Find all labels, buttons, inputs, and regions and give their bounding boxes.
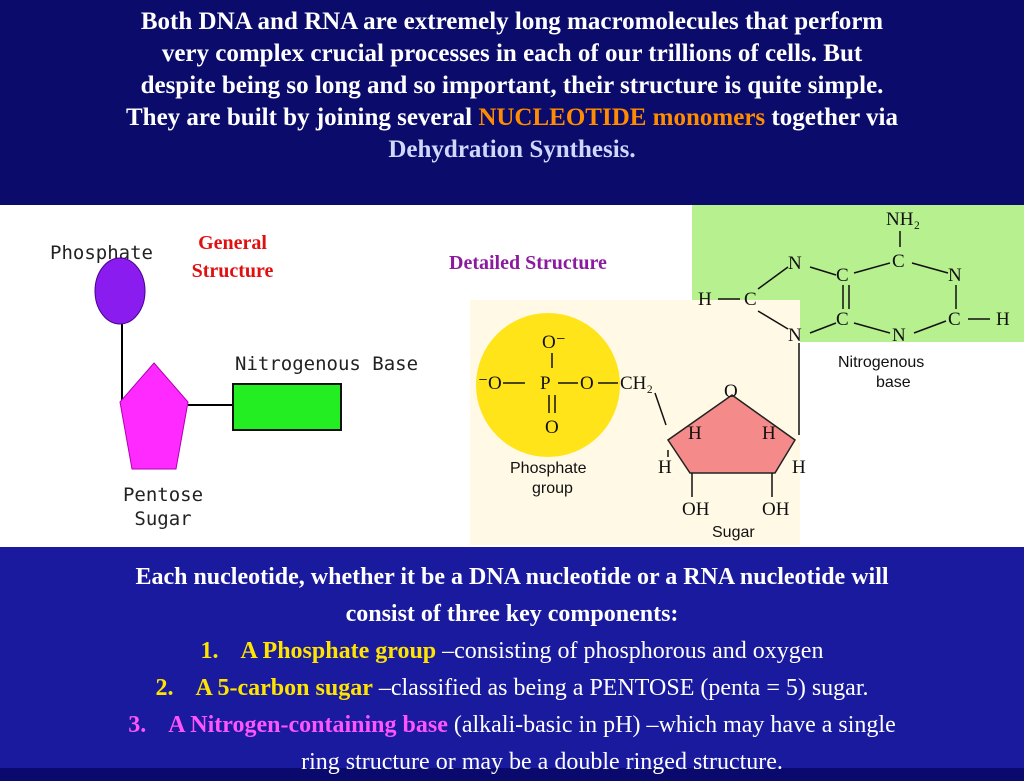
header-line-4: They are built by joining several NUCLEO…	[0, 102, 1024, 134]
phosphate-group-label-2: group	[532, 480, 573, 497]
component-item-1: 1. A Phosphate group –consisting of phos…	[0, 633, 1024, 670]
header-text-block: Both DNA and RNA are extremely long macr…	[0, 0, 1024, 205]
component-item-2: 2. A 5-carbon sugar –classified as being…	[0, 670, 1024, 707]
item-2-number: 2.	[155, 675, 174, 701]
base-n-bottomleft: N	[788, 325, 802, 346]
phosphate-label: Phosphate	[50, 242, 153, 264]
nitrogenous-base-rect	[232, 383, 342, 431]
base-c-right: C	[948, 309, 961, 330]
base-c-top: C	[892, 251, 905, 272]
o-bottom: O	[545, 417, 559, 438]
phosphate-circle	[94, 257, 146, 325]
ribose-pentagon	[666, 394, 797, 474]
base-c-mid: C	[836, 265, 849, 286]
detailed-structure-title: Detailed Structure	[449, 252, 607, 274]
diagram-panel: General Structure Phosphate Nitrogenous …	[0, 205, 1024, 547]
item-2-desc: –classified as being a PENTOSE (penta = …	[372, 675, 869, 701]
o-right: O	[580, 373, 594, 394]
o-minus-top: O⁻	[542, 332, 566, 353]
minus-o-left: ⁻O	[478, 373, 502, 394]
detailed-structure-diagram: O⁻ ⁻O P O CH₂ O Phosphate group O H H H …	[470, 205, 1024, 545]
base-n-bottom: N	[892, 325, 906, 346]
pentose-pentagon	[119, 362, 189, 470]
ch2-group: CH₂	[620, 373, 653, 394]
header-line-1: Both DNA and RNA are extremely long macr…	[140, 8, 884, 35]
ring-o: O	[724, 381, 738, 402]
item-2-title: A 5-carbon sugar	[195, 675, 373, 701]
general-title-line-1: General	[198, 232, 267, 254]
p-atom: P	[540, 373, 551, 394]
base-n-topleft: N	[788, 253, 802, 274]
base-c-center: C	[836, 309, 849, 330]
header-line-3: despite being so long and so important, …	[140, 72, 884, 99]
item-1-number: 1.	[200, 638, 219, 664]
intro-line-2: consist of three key components:	[345, 601, 679, 627]
nucleotide-highlight: NUCLEOTIDE monomers	[478, 104, 766, 131]
h-right-outer: H	[792, 457, 806, 478]
base-h-left: H	[698, 289, 712, 310]
nitrogenous-base-label-1: Nitrogenous	[838, 354, 924, 371]
header-line-2: very complex crucial processes in each o…	[161, 40, 863, 67]
oh-right: OH	[762, 499, 790, 520]
component-item-3: 3. A Nitrogen-containing base (alkali-ba…	[0, 707, 1024, 744]
base-c-left: C	[744, 289, 757, 310]
phosphate-group-label-1: Phosphate	[510, 460, 587, 477]
components-text-block: Each nucleotide, whether it be a DNA nuc…	[0, 547, 1024, 775]
base-n-right: N	[948, 265, 962, 286]
general-title-line-2: Structure	[191, 260, 274, 282]
nitrogenous-base-label: Nitrogenous Base	[235, 353, 419, 375]
item-3-line-2: ring structure or may be a double ringed…	[301, 749, 783, 775]
general-structure-diagram	[94, 257, 342, 470]
header-line-4-pre: They are built by joining several	[125, 104, 479, 131]
h-right-top: H	[762, 423, 776, 444]
pentose-sugar-label: Pentose Sugar	[118, 483, 208, 531]
nh2-group: NH₂	[886, 209, 920, 230]
item-3-desc: (alkali-basic in pH) –which may have a s…	[447, 712, 896, 738]
h-left-outer: H	[658, 457, 672, 478]
pentose-label-line-2: Sugar	[134, 508, 192, 530]
header-line-4-post: together via	[765, 104, 898, 131]
phosphate-yellow-circle	[476, 313, 620, 457]
item-1-desc: –consisting of phosphorous and oxygen	[436, 638, 824, 664]
header-line-5: Dehydration Synthesis.	[388, 136, 636, 163]
h-left-top: H	[688, 423, 702, 444]
sugar-label: Sugar	[712, 524, 755, 541]
general-structure-title: General Structure	[170, 229, 295, 285]
item-1-title: A Phosphate group	[240, 638, 437, 664]
item-3-number: 3.	[128, 712, 147, 738]
oh-left: OH	[682, 499, 710, 520]
item-3-title: A Nitrogen-containing base	[168, 712, 448, 738]
nitrogenous-base-label-2: base	[876, 374, 911, 391]
base-h-right: H	[996, 309, 1010, 330]
intro-line-1: Each nucleotide, whether it be a DNA nuc…	[135, 564, 889, 590]
pentose-label-line-1: Pentose	[122, 484, 204, 506]
